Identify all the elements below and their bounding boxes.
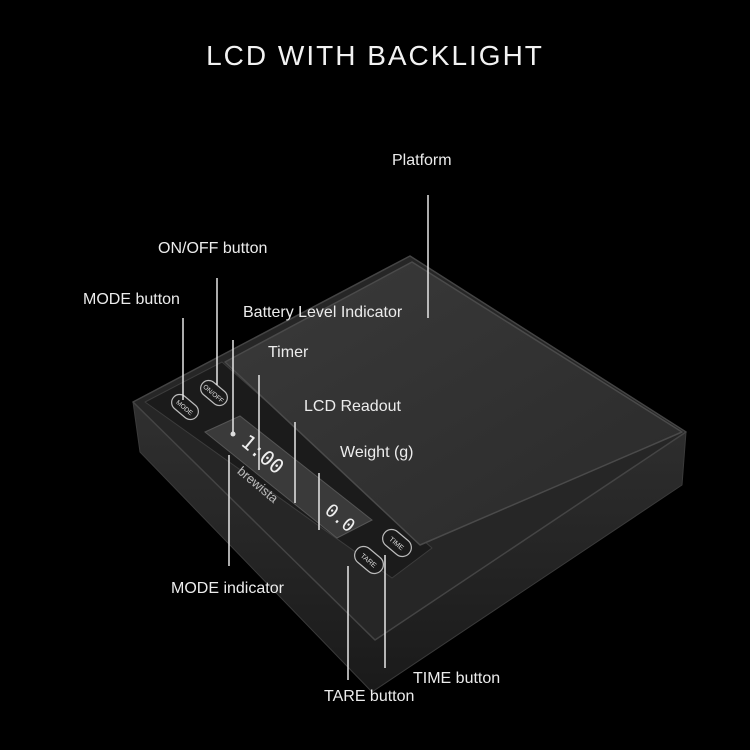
callout-mode-button: MODE button bbox=[83, 291, 180, 308]
callout-tare-button: TARE button bbox=[324, 688, 415, 705]
callout-time-button: TIME button bbox=[413, 670, 501, 687]
page-title: LCD WITH BACKLIGHT bbox=[206, 40, 544, 71]
callout-timer: Timer bbox=[268, 344, 309, 361]
tare-button[interactable]: TARE bbox=[351, 543, 387, 577]
callout-battery: Battery Level Indicator bbox=[243, 304, 403, 321]
battery-icon bbox=[230, 431, 236, 437]
callout-lines bbox=[182, 195, 429, 680]
callout-mode-indicator: MODE indicator bbox=[171, 580, 284, 597]
callout-platform: Platform bbox=[392, 152, 452, 169]
callout-onoff-button: ON/OFF button bbox=[158, 240, 268, 257]
platform bbox=[224, 261, 683, 546]
callout-weight: Weight (g) bbox=[340, 444, 414, 461]
time-button[interactable]: TIME bbox=[379, 526, 415, 560]
callout-lcd-readout: LCD Readout bbox=[304, 398, 401, 415]
lcd-screen bbox=[204, 415, 373, 539]
mode-button[interactable]: MODE bbox=[168, 391, 201, 423]
